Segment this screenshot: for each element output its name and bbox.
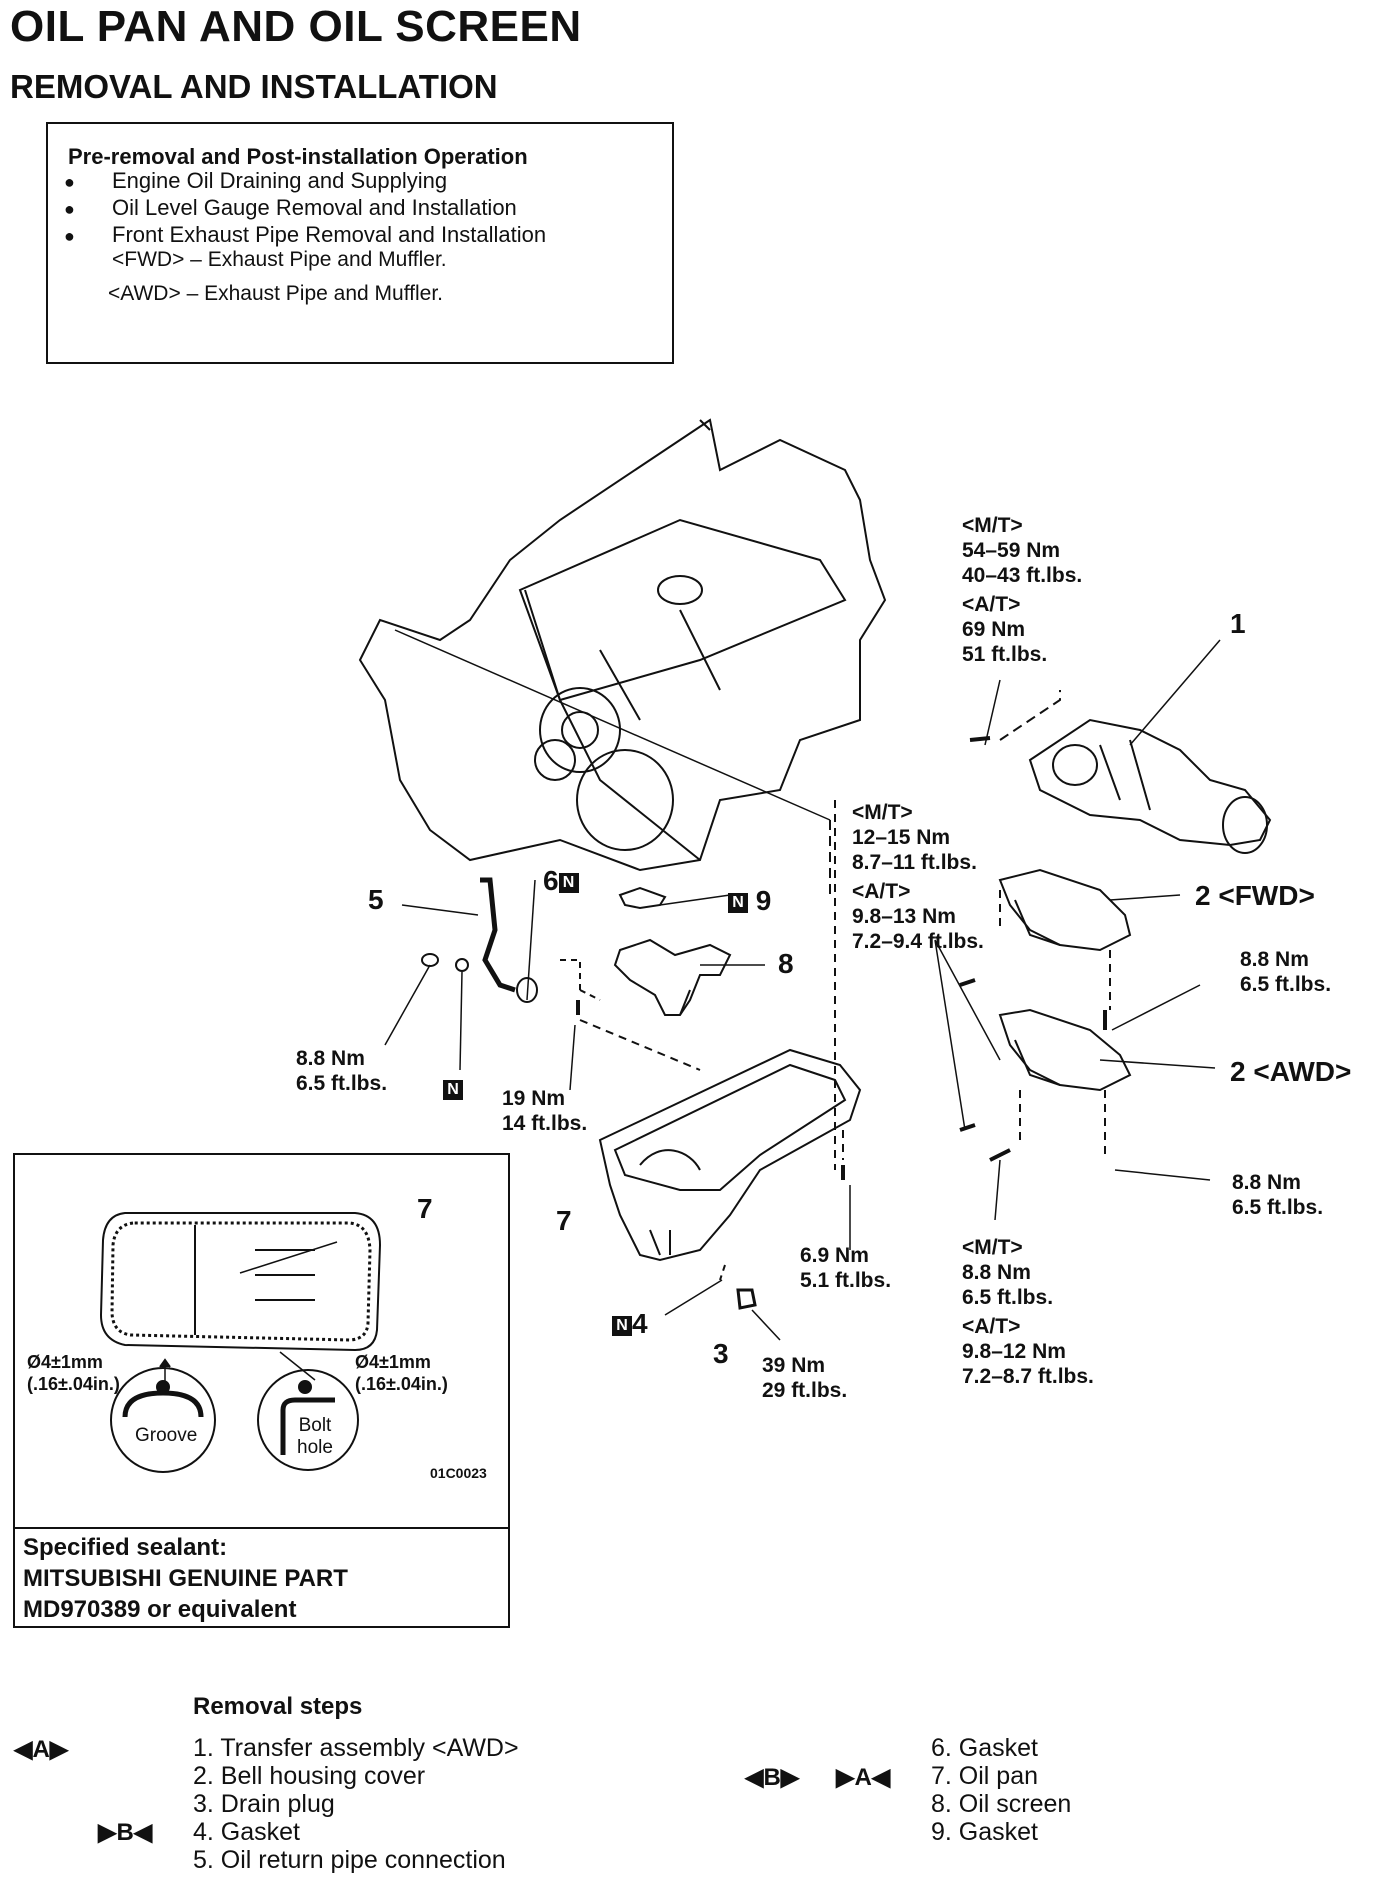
marker-a: ◀A▶ [14, 1736, 69, 1763]
pipe-gasket [516, 977, 538, 1003]
step-item: 5. Oil return pipe connection [193, 1846, 506, 1874]
pan-outline [99, 1212, 382, 1352]
new-part-badge: N [728, 892, 748, 913]
pipe-bolt [421, 953, 439, 967]
torque-awd-cover-label: 8.8 Nm 6.5 ft.lbs. [1232, 1171, 1324, 1219]
step-item: 8. Oil screen [931, 1790, 1072, 1818]
callout-2-awd: 2 <AWD> [1230, 1056, 1352, 1087]
inset-divider [15, 1527, 508, 1529]
operations-heading: Pre-removal and Post-installation Operat… [68, 144, 528, 169]
drain-plug [736, 1288, 757, 1310]
torque-pan-label: 6.9 Nm 5.1 ft.lbs. [800, 1244, 892, 1292]
callout-8: 8 [778, 948, 794, 979]
bell-housing-cover-fwd [998, 868, 1132, 952]
operation-item: ●Oil Level Gauge Removal and Installatio… [64, 195, 517, 220]
new-part-badge: N [443, 1080, 463, 1100]
torque-bell-housing-label: <M/T> 12–15 Nm 8.7–11 ft.lbs. <A/T> 9.8–… [852, 801, 984, 953]
dim-left-label: Ø4±1mm (.16±.04in.) [27, 1352, 120, 1394]
figure-code: 01C0023 [430, 1465, 487, 1481]
step-item: 2. Bell housing cover [193, 1762, 426, 1790]
bolt-hole-detail [257, 1369, 359, 1471]
engine-block [358, 418, 887, 872]
step-item: 1. Transfer assembly <AWD> [193, 1734, 519, 1762]
step-item: 4. Gasket [193, 1818, 300, 1846]
marker-b: ◀B▶ [745, 1764, 800, 1791]
operation-sub-awd: <AWD> – Exhaust Pipe and Muffler. [108, 282, 444, 305]
torque-drain-label: 39 Nm 29 ft.lbs. [762, 1354, 848, 1402]
marker-a-install: ▶A◀ [836, 1764, 891, 1791]
pulley-lower [576, 749, 674, 851]
washer-new-badge: N [443, 1080, 463, 1100]
inset-callout-7: 7 [417, 1193, 433, 1224]
pipe-washer [455, 958, 469, 972]
page-title: OIL PAN AND OIL SCREEN [10, 2, 582, 51]
groove-label: Groove [135, 1425, 198, 1446]
pulley-upper [539, 687, 621, 773]
page-subtitle: REMOVAL AND INSTALLATION [10, 68, 498, 105]
new-part-badge: N [612, 1315, 632, 1336]
sealant-diagram [99, 1212, 382, 1473]
callout-1: 1 [1230, 608, 1246, 639]
bolt-hole-label: Bolt hole [297, 1415, 333, 1458]
operation-item: ●Front Exhaust Pipe Removal and Installa… [64, 222, 547, 247]
bell-housing-cover-awd [998, 1008, 1132, 1092]
callout-3: 3 [713, 1338, 729, 1369]
torque-screen-label: 19 Nm 14 ft.lbs. [502, 1087, 588, 1135]
bullet-icon: ● [64, 172, 75, 192]
oil-pan [598, 1048, 862, 1262]
screen-gasket [618, 886, 667, 910]
transfer-assembly [1028, 718, 1272, 847]
removal-steps-heading: Removal steps [193, 1693, 363, 1720]
operations-list: ●Engine Oil Draining and Supplying ●Oil … [64, 168, 546, 249]
removal-steps-right: 6. Gasket 7. Oil pan 8. Oil screen 9. Ga… [931, 1734, 1071, 1846]
dim-right-label: Ø4±1mm (.16±.04in.) [355, 1352, 448, 1394]
bullet-icon: ● [64, 226, 75, 246]
torque-fwd-cover-label: 8.8 Nm 6.5 ft.lbs. [1240, 948, 1332, 996]
step-item: 9. Gasket [931, 1818, 1038, 1846]
step-item: 3. Drain plug [193, 1790, 335, 1818]
removal-steps-left: 1. Transfer assembly <AWD> 2. Bell housi… [193, 1734, 519, 1874]
operations-box: Pre-removal and Post-installation Operat… [46, 122, 674, 364]
groove-detail [110, 1367, 216, 1473]
operation-sub-fwd: <FWD> – Exhaust Pipe and Muffler. [112, 248, 447, 271]
oil-filler-cap [657, 575, 703, 605]
callout-2-fwd: 2 <FWD> [1195, 880, 1315, 911]
sealant-inset: 7 Ø4±1mm (.16±.04in.) Ø4±1mm (.16±.04in.… [13, 1153, 510, 1628]
operation-item: ●Engine Oil Draining and Supplying [64, 168, 448, 193]
marker-b-install: ▶B◀ [98, 1819, 153, 1846]
callout-5: 5 [368, 884, 384, 915]
callout-7: 7 [556, 1205, 572, 1236]
step-item: 7. Oil pan [931, 1762, 1039, 1790]
oil-return-pipe [480, 877, 516, 993]
bullet-icon: ● [64, 199, 75, 219]
sealant-text: Specified sealant: MITSUBISHI GENUINE PA… [23, 1534, 348, 1623]
oil-screen [613, 938, 732, 1016]
torque-transfer-label: <M/T> 54–59 Nm 40–43 ft.lbs. <A/T> 69 Nm… [962, 514, 1083, 666]
step-item: 6. Gasket [931, 1734, 1038, 1762]
callout-9: N 9 [728, 885, 771, 917]
torque-pipe-label: 8.8 Nm 6.5 ft.lbs. [296, 1047, 388, 1095]
new-part-badge: N [558, 872, 579, 893]
torque-bottom-bolts-label: <M/T> 8.8 Nm 6.5 ft.lbs. <A/T> 9.8–12 Nm… [962, 1236, 1094, 1388]
